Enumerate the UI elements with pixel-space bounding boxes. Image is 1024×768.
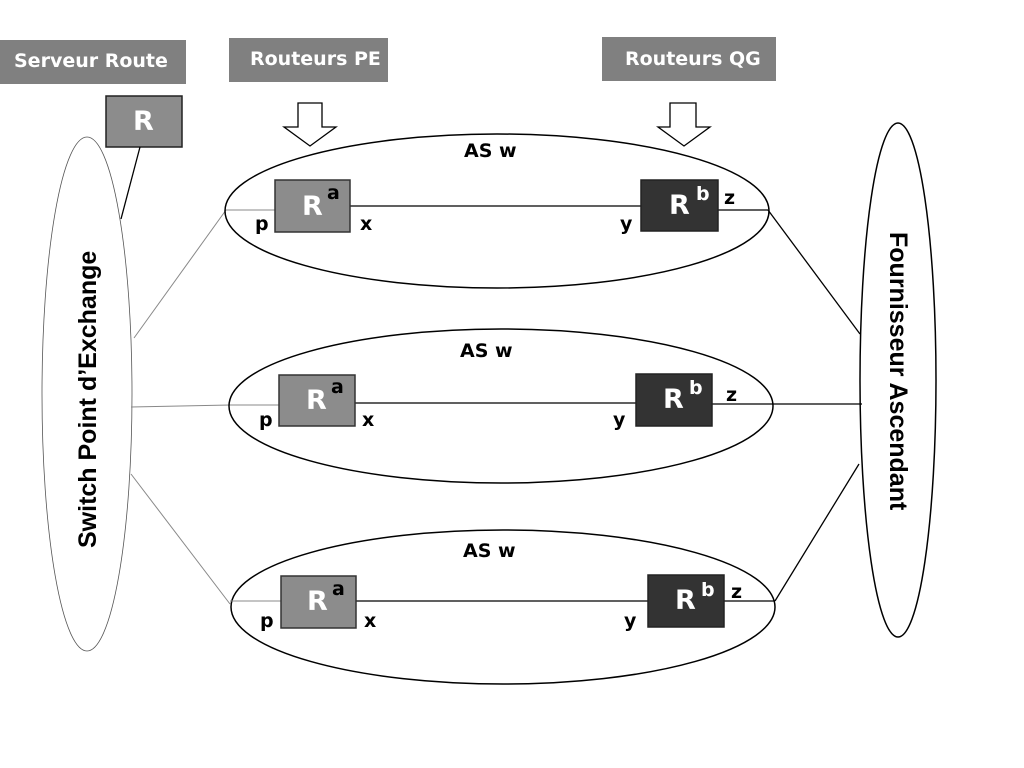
switch-exchange-point[interactable]: Switch Point d’Exchange xyxy=(41,136,133,652)
router-b[interactable]: R b xyxy=(647,574,725,628)
router-b-superscript: b xyxy=(701,579,715,601)
header-hq-routers-box xyxy=(602,37,776,81)
as-ellipse xyxy=(228,328,774,484)
header-pe-routers-label: Routeurs PE xyxy=(250,48,381,70)
upstream-ellipse xyxy=(859,122,937,638)
route-server-router-label: R xyxy=(133,106,154,137)
router-a[interactable]: R a xyxy=(274,179,351,233)
router-b[interactable]: R b xyxy=(635,373,713,427)
as-group: AS w R a R b p x y z xyxy=(230,529,776,685)
route-server-router[interactable]: R xyxy=(105,95,183,148)
router-a-label: R xyxy=(307,586,328,617)
upstream-link xyxy=(767,209,861,335)
router-a[interactable]: R a xyxy=(280,575,357,629)
switch-link xyxy=(130,473,231,605)
port-x: x xyxy=(360,213,372,235)
port-z: z xyxy=(724,187,735,209)
upstream-label: Fournisseur Ascendant xyxy=(884,232,912,511)
port-p: p xyxy=(255,213,269,235)
router-a-label: R xyxy=(306,385,327,416)
router-b-superscript: b xyxy=(696,183,710,205)
route-server-router-box xyxy=(105,95,183,148)
router-a-label: R xyxy=(302,191,323,222)
upstream-provider[interactable]: Fournisseur Ascendant xyxy=(859,122,937,638)
router-b-label: R xyxy=(669,190,690,221)
port-x: x xyxy=(362,409,374,431)
port-p: p xyxy=(259,409,273,431)
router-a-superscript: a xyxy=(331,376,344,398)
router-a-superscript: a xyxy=(332,578,345,600)
router-a-superscript: a xyxy=(327,182,340,204)
router-b-superscript: b xyxy=(689,377,703,399)
router-a-box xyxy=(274,179,351,233)
port-y: y xyxy=(613,409,626,431)
as-label: AS w xyxy=(460,340,513,362)
switch-link xyxy=(130,404,231,408)
port-y: y xyxy=(624,610,637,632)
as-ellipse xyxy=(230,529,776,685)
header-hq-routers-label: Routeurs QG xyxy=(625,48,761,70)
header-route-server: Serveur Route xyxy=(0,40,186,84)
switch-label: Switch Point d’Exchange xyxy=(74,251,102,548)
as-label: AS w xyxy=(463,540,516,562)
as-group: AS w R a R b p x y z xyxy=(228,328,774,484)
header-pe-routers: Routeurs PE xyxy=(229,38,388,82)
router-b[interactable]: R b xyxy=(640,179,719,232)
as-ellipse xyxy=(224,133,770,289)
header-pe-routers-box xyxy=(229,38,388,82)
router-b-box xyxy=(647,574,725,628)
as-label: AS w xyxy=(464,140,517,162)
router-a-box xyxy=(278,374,356,427)
router-b-label: R xyxy=(675,585,696,616)
router-b-box xyxy=(640,179,719,232)
port-y: y xyxy=(620,213,633,235)
down-arrow-icon xyxy=(282,102,338,147)
router-b-label: R xyxy=(663,384,684,415)
switch-link xyxy=(133,209,227,339)
router-a[interactable]: R a xyxy=(278,374,356,427)
router-a-box xyxy=(280,575,357,629)
router-b-box xyxy=(635,373,713,427)
upstream-link xyxy=(774,463,860,602)
route-server-link xyxy=(120,146,141,220)
header-hq-routers: Routeurs QG xyxy=(602,37,776,81)
port-x: x xyxy=(364,610,376,632)
header-route-server-box xyxy=(0,40,186,84)
port-z: z xyxy=(726,384,737,406)
down-arrow-icon xyxy=(656,102,712,147)
header-route-server-label: Serveur Route xyxy=(14,50,168,72)
port-z: z xyxy=(731,581,742,603)
as-group: AS w R a R b p x y z xyxy=(224,133,770,289)
switch-ellipse xyxy=(41,136,133,652)
port-p: p xyxy=(260,610,274,632)
